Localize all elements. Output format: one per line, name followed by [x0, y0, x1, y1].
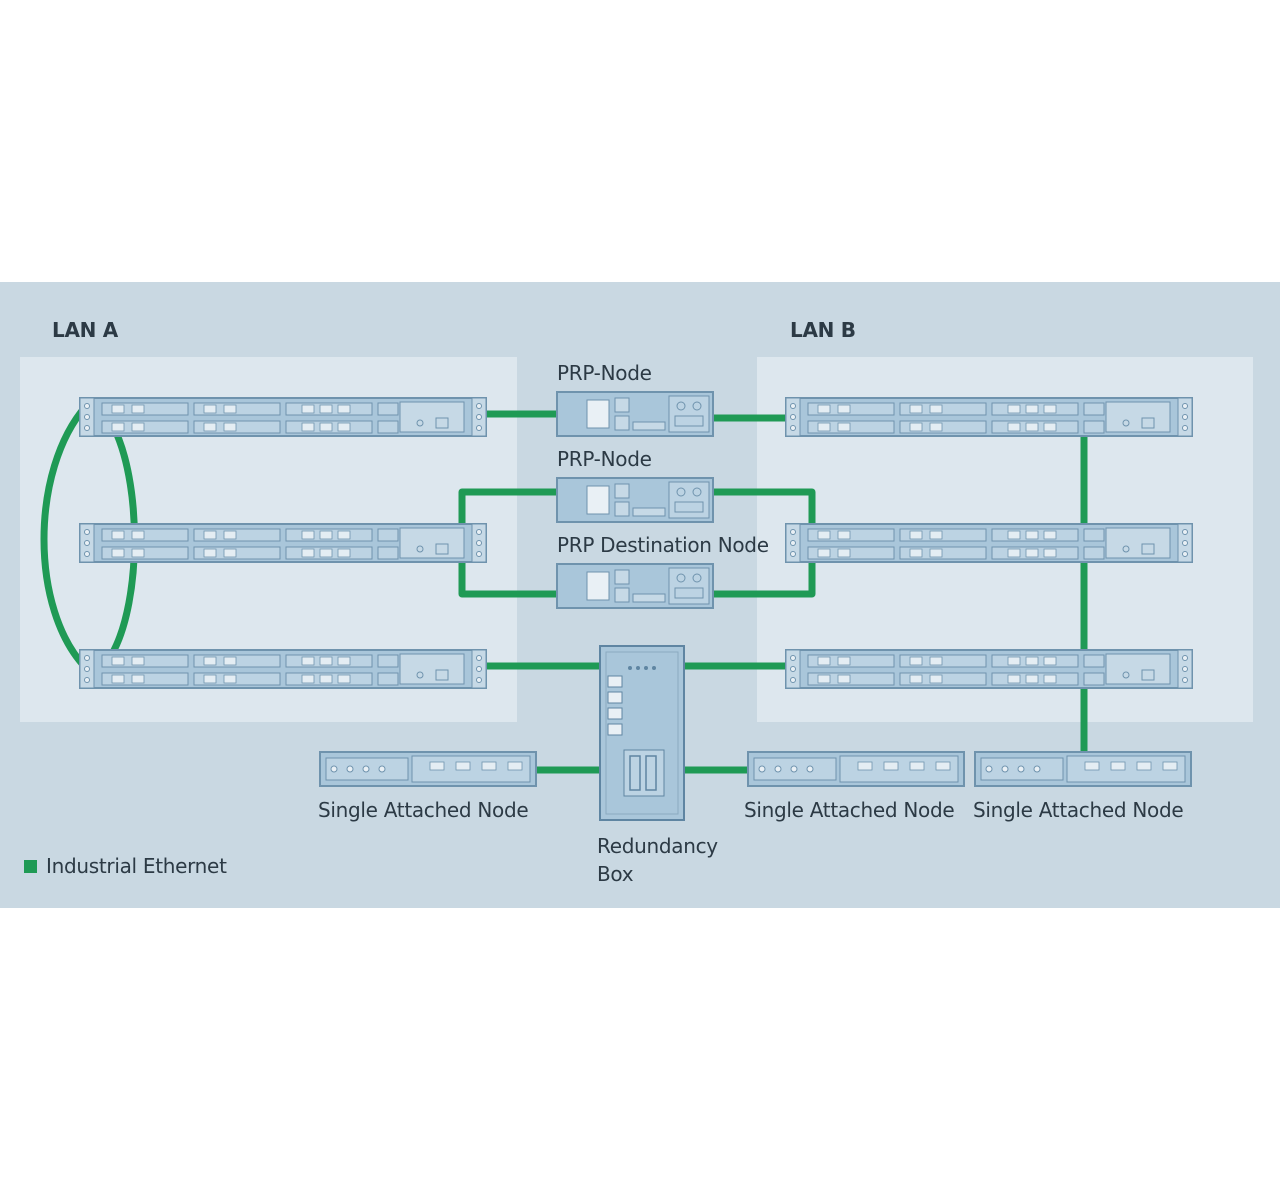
redundancy-box-label-line1: Redundancy	[597, 834, 718, 858]
switch-lan-b-3	[785, 649, 1193, 689]
redundancy-box-device	[599, 645, 685, 821]
legend: Industrial Ethernet	[24, 854, 227, 878]
switch-lan-a-2	[79, 523, 487, 563]
switch-lan-b-2	[785, 523, 1193, 563]
prp-destination-node-label: PRP Destination Node	[557, 533, 769, 557]
legend-label: Industrial Ethernet	[46, 854, 227, 878]
legend-swatch-icon	[24, 859, 37, 873]
single-attached-node-device-1	[319, 751, 537, 787]
switches-group	[79, 397, 1193, 689]
redundancy-box-label-line2: Box	[597, 862, 634, 886]
prp-destination-node-device	[556, 563, 714, 609]
single-attached-nodes-group	[319, 751, 1192, 787]
switch-lan-a-1	[79, 397, 487, 437]
prp-node-label-2: PRP-Node	[557, 447, 652, 471]
lan-a-ring-outer	[40, 403, 89, 671]
switch-lan-a-3	[79, 649, 487, 689]
single-attached-node-device-3	[974, 751, 1192, 787]
single-attached-node-device-2	[747, 751, 965, 787]
prp-node-device-1	[556, 391, 714, 437]
lan-b-label: LAN B	[790, 318, 856, 342]
switch-lan-b-1	[785, 397, 1193, 437]
lan-a-label: LAN A	[52, 318, 118, 342]
prp-node-label-1: PRP-Node	[557, 361, 652, 385]
single-attached-node-label-1: Single Attached Node	[318, 798, 529, 822]
prp-nodes-group	[556, 391, 714, 609]
single-attached-node-label-2: Single Attached Node	[744, 798, 955, 822]
prp-node-device-2	[556, 477, 714, 523]
single-attached-node-label-3: Single Attached Node	[973, 798, 1184, 822]
industrial-ethernet-links	[40, 403, 1088, 774]
